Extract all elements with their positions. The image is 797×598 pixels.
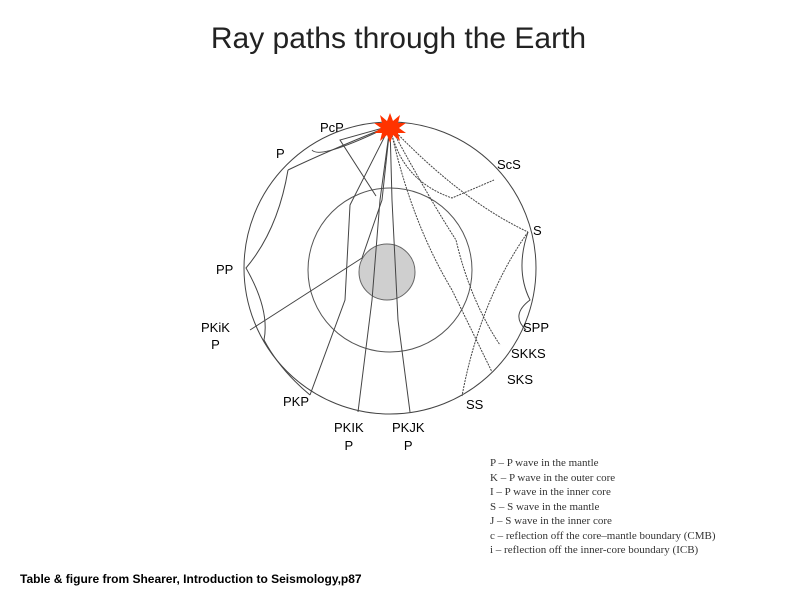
- label-pkikp-line2: P: [211, 337, 220, 352]
- label-pkjkp-line1: PKJK: [392, 420, 425, 435]
- label-skks: SKKS: [511, 346, 546, 361]
- label-pkikp-deep-line2: P: [344, 438, 354, 453]
- ray-pp: [245, 169, 311, 396]
- label-pkikp-deep: PKIK P: [334, 421, 364, 453]
- label-ss: SS: [466, 397, 484, 412]
- label-p: P: [276, 146, 285, 161]
- legend-item: J – S wave in the inner core: [490, 515, 612, 527]
- inner-core-circle: [358, 243, 416, 301]
- ray-sks: [389, 125, 493, 373]
- ray-pkikp: [249, 257, 363, 331]
- earthquake-source-icon: [374, 113, 406, 143]
- label-pkikp-line1: PKiK: [201, 320, 230, 335]
- label-spp: SPP: [523, 320, 550, 335]
- ray-spp: [518, 231, 531, 331]
- ray-pkikp-deep: [357, 125, 391, 413]
- page-title: Ray paths through the Earth: [210, 22, 587, 55]
- legend-item: K – P wave in the outer core: [490, 471, 616, 484]
- legend-item: S – S wave in the mantle: [490, 500, 600, 513]
- ray-pkp: [309, 125, 391, 396]
- legend-item: I – P wave in the inner core: [490, 486, 611, 498]
- ray-pkjkp: [389, 125, 411, 413]
- ray-pkikp-down: [361, 125, 391, 259]
- label-pkikp-deep-line1: PKIK: [334, 420, 364, 435]
- legend-item: P – P wave in the mantle: [490, 457, 599, 469]
- legend-item: i – reflection off the inner-core bounda…: [490, 544, 699, 556]
- label-s: S: [533, 223, 542, 238]
- ray-ss: [461, 231, 529, 397]
- label-pkp: PKP: [283, 394, 310, 409]
- label-pkikp: PKiK P: [201, 321, 230, 352]
- label-pp: PP: [216, 262, 234, 277]
- label-scs: ScS: [497, 157, 521, 172]
- source-caption: Table & figure from Shearer, Introductio…: [20, 572, 362, 586]
- label-pkjkp-line2: P: [403, 438, 413, 453]
- legend: P – P wave in the mantle K – P wave in t…: [490, 456, 716, 558]
- ray-scs: [389, 125, 495, 199]
- label-pcp: PcP: [320, 120, 344, 135]
- legend-item: c – reflection off the core–mantle bound…: [490, 529, 716, 542]
- ray-skks: [389, 125, 501, 346]
- label-sks: SKS: [507, 372, 534, 387]
- outer-core-circle: [307, 187, 473, 353]
- label-pkjkp: PKJK P: [392, 421, 425, 453]
- ray-s: [389, 125, 529, 233]
